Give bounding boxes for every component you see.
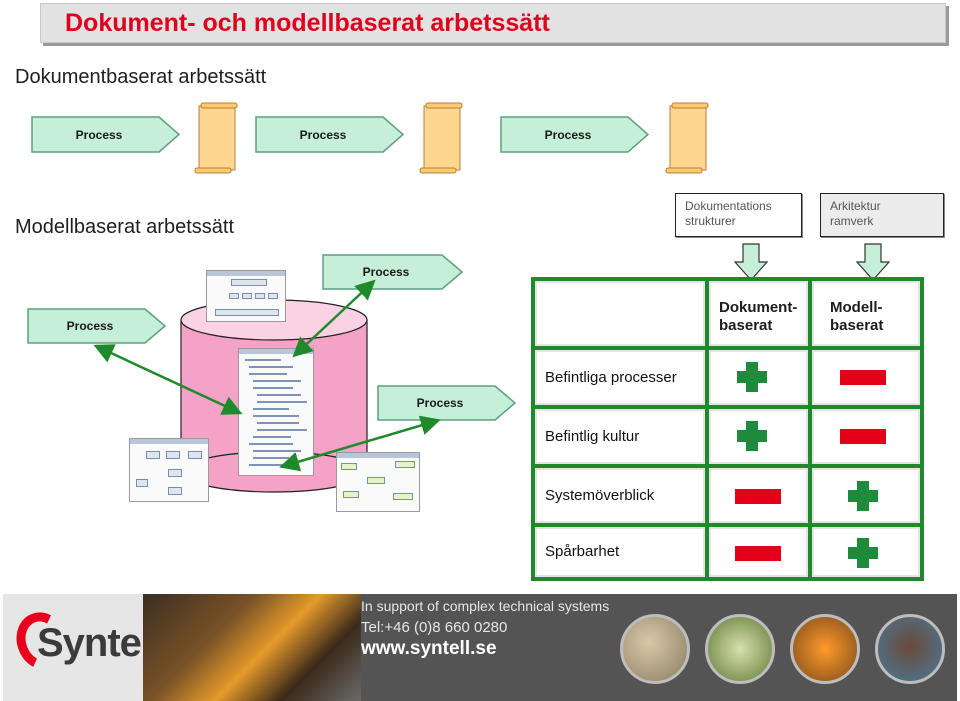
process-label: Process xyxy=(75,127,123,142)
minus-icon xyxy=(735,546,781,561)
table-cell xyxy=(812,527,920,577)
document-scroll-icon xyxy=(665,102,709,174)
footer-tagline: In support of complex technical systems xyxy=(361,598,610,614)
diagram-thumbnail xyxy=(129,438,209,502)
box-line: strukturer xyxy=(685,214,736,228)
table-cell xyxy=(812,409,920,464)
insect-photo xyxy=(620,614,690,684)
process-label: Process xyxy=(362,265,410,279)
table-header-cell: Modell- baserat xyxy=(812,281,920,346)
row-label: Befintliga processer xyxy=(545,369,677,386)
documentation-structures-box: Dokumentations strukturer xyxy=(675,193,802,237)
header-line: Modell- xyxy=(830,299,883,316)
table-row-label-cell: Befintlig kultur xyxy=(535,409,705,464)
table-row-label-cell: Befintliga processer xyxy=(535,350,705,405)
model-section-heading: Modellbaserat arbetssätt xyxy=(15,216,235,238)
syntell-logo: Syntell xyxy=(37,621,162,665)
row-label: Spårbarhet xyxy=(545,543,620,560)
footer-website[interactable]: www.syntell.se xyxy=(361,638,497,659)
title-bar: Dokument- och modellbaserat arbetssätt xyxy=(40,3,946,43)
butterfly-image xyxy=(143,594,361,701)
table-cell xyxy=(812,468,920,523)
process-arrow: Process xyxy=(255,116,405,153)
table-cell xyxy=(709,527,808,577)
table-cell xyxy=(709,468,808,523)
table-row-label-cell: Spårbarhet xyxy=(535,527,705,577)
comparison-table: Dokument- baserat Modell- baserat Befint… xyxy=(531,277,924,581)
plus-icon xyxy=(737,421,767,451)
process-label: Process xyxy=(299,127,347,142)
table-cell xyxy=(709,409,808,464)
header-line: Dokument- xyxy=(719,299,798,316)
insect-photo xyxy=(705,614,775,684)
minus-icon xyxy=(840,370,886,385)
butterfly-photo xyxy=(875,614,945,684)
row-label: Systemöverblick xyxy=(545,487,655,504)
row-label: Befintlig kultur xyxy=(545,428,640,445)
process-label: Process xyxy=(544,127,592,142)
architecture-framework-box: Arkitektur ramverk xyxy=(820,193,944,237)
minus-icon xyxy=(840,429,886,444)
table-header-cell: Dokument- baserat xyxy=(709,281,808,346)
minus-icon xyxy=(735,489,781,504)
plus-icon xyxy=(737,362,767,392)
box-line: Dokumentations xyxy=(685,199,772,213)
process-label: Process xyxy=(416,396,464,410)
process-arrow: Process xyxy=(31,116,181,153)
document-scroll-icon xyxy=(419,102,463,174)
footer-banner: Syntell In support of complex technical … xyxy=(3,594,957,701)
header-line: baserat xyxy=(830,317,884,334)
document-scroll-icon xyxy=(194,102,238,174)
process-arrow: Process xyxy=(500,116,650,153)
down-arrow-icon xyxy=(734,243,768,281)
table-cell xyxy=(709,350,808,405)
diagram-thumbnail xyxy=(206,270,286,322)
down-arrow-icon xyxy=(856,243,890,281)
box-line: Arkitektur xyxy=(830,199,881,213)
process-label: Process xyxy=(66,319,114,333)
process-arrow: Process xyxy=(27,308,167,344)
table-cell xyxy=(812,350,920,405)
connector-lines xyxy=(93,279,441,472)
page-title: Dokument- och modellbaserat arbetssätt xyxy=(65,9,550,37)
plus-icon xyxy=(848,538,878,568)
document-section-heading: Dokumentbaserat arbetssätt xyxy=(15,66,267,88)
footer-phone: Tel:+46 (0)8 660 0280 xyxy=(361,619,508,636)
table-row-label-cell: Systemöverblick xyxy=(535,468,705,523)
box-line: ramverk xyxy=(830,214,874,228)
table-corner-cell xyxy=(535,281,705,346)
header-line: baserat xyxy=(719,317,773,334)
butterfly-photo xyxy=(790,614,860,684)
process-arrow: Process xyxy=(377,385,517,421)
plus-icon xyxy=(848,481,878,511)
